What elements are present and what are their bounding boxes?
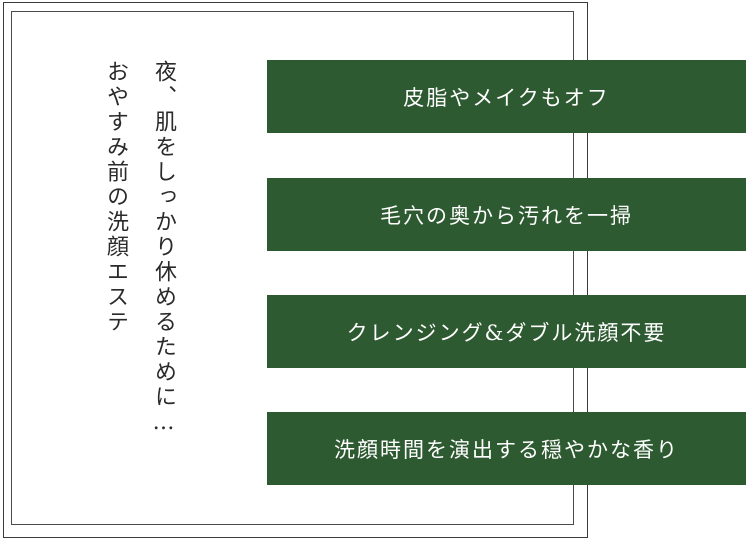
feature-box-sebum-makeup-off: 皮脂やメイクもオフ bbox=[267, 60, 746, 133]
headline-line-2: おやすみ前の洗顔エステ bbox=[103, 60, 128, 335]
feature-box-calming-scent: 洗顔時間を演出する穏やかな香り bbox=[267, 412, 746, 485]
feature-label: クレンジング&ダブル洗顔不要 bbox=[346, 320, 667, 345]
feature-label: 皮脂やメイクもオフ bbox=[403, 85, 610, 110]
feature-box-no-double-cleansing: クレンジング&ダブル洗顔不要 bbox=[267, 295, 746, 368]
headline-line-1: 夜、肌をしっかり休めるために… bbox=[151, 60, 176, 438]
outer-frame bbox=[3, 2, 588, 538]
inner-frame bbox=[11, 11, 574, 525]
feature-label: 洗顔時間を演出する穏やかな香り bbox=[334, 437, 679, 462]
feature-label: 毛穴の奥から汚れを一掃 bbox=[380, 203, 633, 228]
feature-box-pore-cleansing: 毛穴の奥から汚れを一掃 bbox=[267, 178, 746, 251]
feature-list: 皮脂やメイクもオフ 毛穴の奥から汚れを一掃 クレンジング&ダブル洗顔不要 洗顔時… bbox=[267, 60, 746, 486]
